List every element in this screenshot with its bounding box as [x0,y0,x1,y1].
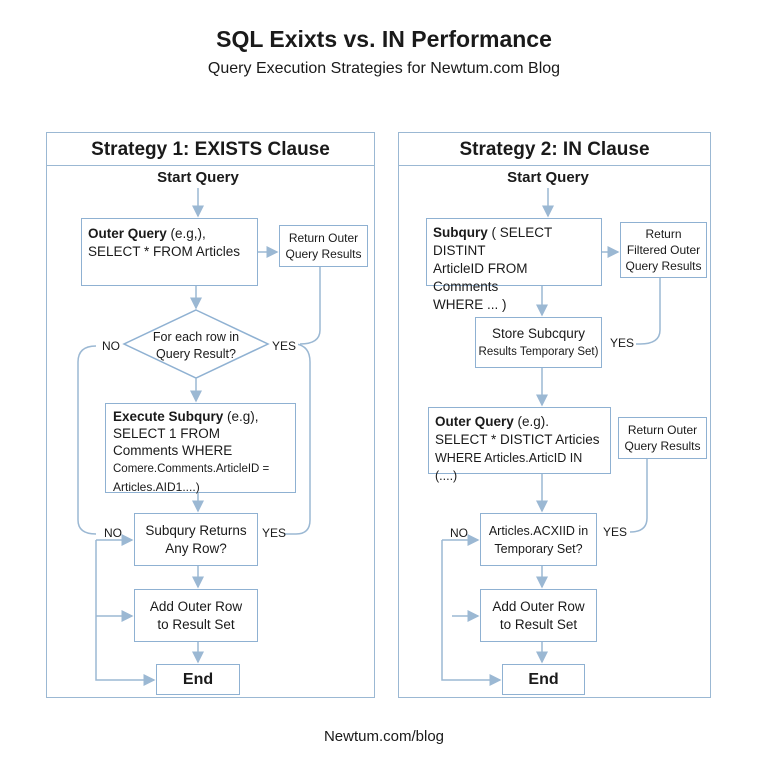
s2-return-filtered-line1: Return [645,227,682,241]
s1-execute-line1: SELECT 1 FROM [113,426,221,441]
s1-start-query: Start Query [157,169,239,186]
diagram-title: SQL Exixts vs. IN Performance [216,26,552,52]
s1-execute-line4: Articles.AID1....) [113,480,200,494]
s1-yes2-label: YES [262,526,287,540]
s1-outer-query-sql: SELECT * FROM Articles [88,244,241,259]
s2-subquery-sql2: ArticleID FROM Comments [433,261,528,294]
yes-line [284,343,311,535]
s2-outer-query-title: Outer Query [435,414,514,429]
s2-outer-query-box: Outer Query (e.g). SELECT * DISTICT Arti… [428,407,611,483]
strategy1-panel: Strategy 1: EXISTS Clause [46,132,375,698]
s2-store-box: Store Subcqury Results Temporary Set) [475,317,602,368]
s2-outer-query-sql2: WHERE Articles.ArticID IN (....) [435,451,583,483]
s1-outer-query-eg: (e.g,), [166,226,206,241]
s2-decision-line1: Articles.ACXIID in [488,523,589,538]
no-bypass [441,540,502,686]
s1-return-outer-line2: Query Results [285,247,362,261]
s1-execute-line3: Comere.Comments.ArticleID = [113,463,270,475]
footer-link[interactable]: Newtum.com/blog [323,728,445,745]
s1-no2-label: NO [104,526,122,540]
s1-execute-title: Execute Subqury [113,409,224,424]
s1-add-row-line2: to Result Set [157,616,235,632]
diagram-subtitle: Query Execution Strategies for Newtum.co… [207,60,561,77]
s2-return-filtered-line2: Filtered Outer [626,243,701,257]
s2-end-box: End [502,664,585,695]
s1-outer-query-box: Outer Query (e.g,), SELECT * FROM Articl… [81,218,258,286]
s2-return-outer-box: Return Outer Query Results [618,417,707,459]
s1-return-outer-box: Return Outer Query Results [279,225,368,267]
s1-add-row-box: Add Outer Row to Result Set [134,589,258,642]
s2-subquery-title: Subqury [433,225,488,240]
s1-end-box: End [156,664,240,695]
s2-outer-query-sql1: SELECT * DISTICT Articies [435,432,600,447]
strategy2-panel: Strategy 2: IN Clause [398,132,711,698]
s1-subq-returns-line2: Any Row? [165,540,227,556]
s1-outer-query-title: Outer Query [88,226,167,241]
no-bypass [95,540,156,686]
s2-subquery-sql1: ( SELECT DISTINT [433,225,553,258]
yes-loop [299,266,321,345]
s1-return-outer-line1: Return Outer [288,231,359,245]
s1-yes-label: YES [270,339,299,353]
strategy2-header: Strategy 2: IN Clause [399,133,710,166]
s2-return-filtered-box: Return Filtered Outer Query Results [620,222,707,278]
s1-no-label: NO [100,339,122,353]
s1-add-row-line1: Add Outer Row [149,598,243,614]
s1-decision-line1: For each row in [152,330,240,344]
s2-store-line1: Store Subcqury [491,325,586,341]
s2-return-filtered-line3: Query Results [625,259,702,273]
s2-add-row-line2: to Result Set [499,616,578,632]
s2-yes1-label: YES [610,336,635,350]
s1-decision-line2: Query Result? [156,347,236,361]
s2-outer-query-eg: (e.g). [513,414,550,429]
yes-loop [636,278,661,345]
s2-subquery-box: Subqury ( SELECT DISTINT ArticleID FROM … [426,218,602,312]
s2-store-line2: Results Temporary Set) [478,345,599,358]
s2-return-outer-line2: Query Results [624,439,701,453]
s2-decision-box: Articles.ACXIID in Temporary Set? [480,513,597,566]
yes-loop [629,458,648,533]
s2-no-label: NO [450,526,468,540]
s2-add-row-box: Add Outer Row to Result Set [480,589,597,642]
s1-subquery-returns-box: Subqury Returns Any Row? [134,513,258,566]
s2-subquery-sql3: WHERE ... ) [433,297,507,312]
strategy1-header: Strategy 1: EXISTS Clause [47,133,374,166]
s1-execute-eg: (e.g), [223,409,259,424]
no-line [77,345,97,535]
s2-start-query: Start Query [507,169,589,186]
s1-execute-line2: Comments WHERE [113,443,233,458]
s2-return-outer-line1: Return Outer [627,423,698,437]
s1-subq-returns-line1: Subqury Returns [145,522,247,538]
s2-add-row-line1: Add Outer Row [492,598,585,614]
s2-yes2-label: YES [603,525,628,539]
s1-execute-subquery-box: Execute Subqury (e.g), SELECT 1 FROM Com… [105,403,296,494]
s1-decision-text: For each row in Query Result? [134,329,258,363]
s2-decision-line2: Temporary Set? [494,541,583,556]
